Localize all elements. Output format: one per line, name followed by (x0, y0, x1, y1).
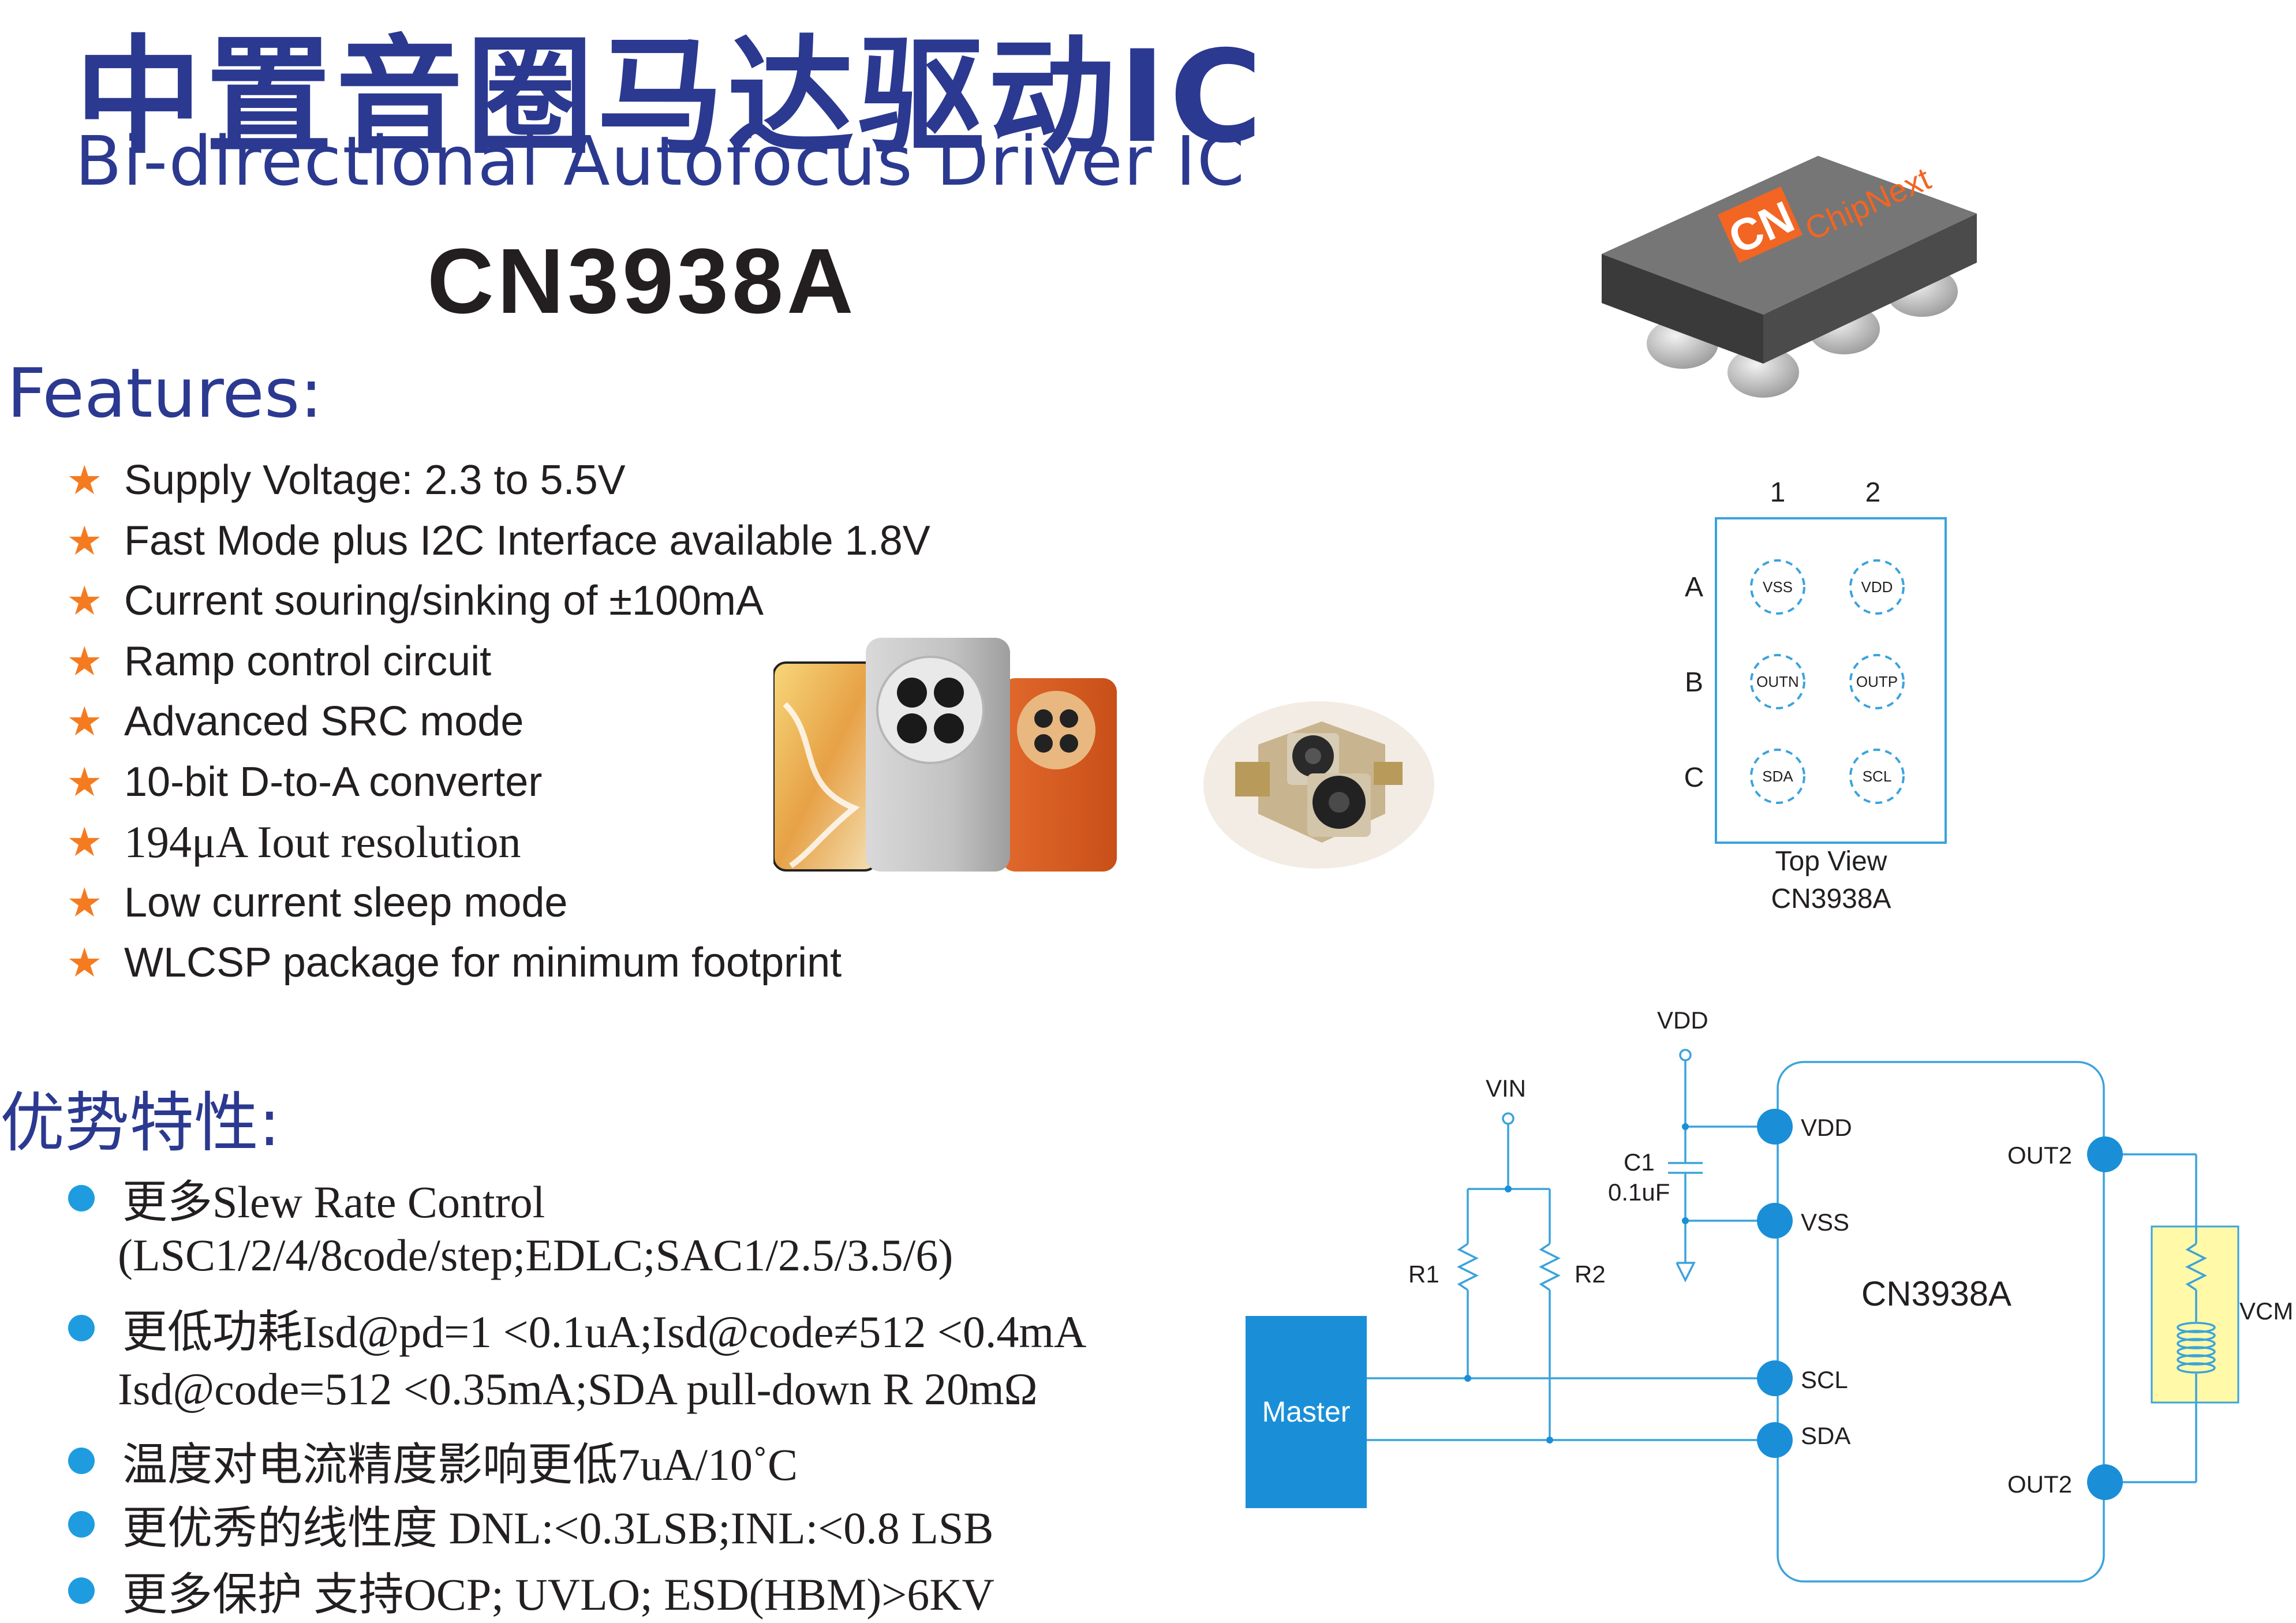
junction-dot (1464, 1375, 1471, 1382)
pinout-caption-part: CN3938A (1771, 884, 1891, 914)
feature-item: ★Low current sleep mode (66, 878, 568, 926)
pinout-col-label: 2 (1865, 477, 1881, 508)
pinout-row-label: B (1684, 667, 1703, 698)
pin-label: OUTP (1856, 673, 1898, 690)
title-english: Bi-directional Autofocus Driver IC (75, 121, 1246, 201)
features-list: ★Supply Voltage: 2.3 to 5.5V ★Fast Mode … (66, 450, 930, 993)
vcm-resistor (2185, 1243, 2207, 1291)
part-number: CN3938A (427, 229, 857, 332)
star-icon: ★ (66, 637, 103, 685)
ic-pin-label: OUT2 (2007, 1471, 2072, 1498)
solder-ball (1727, 347, 1799, 398)
pin-a1 (1750, 559, 1805, 615)
pin-label: OUTN (1756, 673, 1799, 690)
ic-pin-label: VDD (1801, 1114, 1852, 1141)
star-icon: ★ (66, 758, 103, 806)
junction-dot (1505, 1186, 1512, 1192)
vcm-label: VCM (2239, 1297, 2293, 1325)
star-icon: ★ (66, 517, 103, 564)
pinout-row-label: A (1684, 572, 1703, 603)
ground-icon (1676, 1262, 1696, 1282)
pin-label: VSS (1763, 578, 1793, 596)
feature-item: ★Current souring/sinking of ±100mA (66, 577, 764, 625)
feature-item: ★194μA Iout resolution (66, 817, 521, 867)
star-icon: ★ (66, 939, 103, 987)
feature-item: ★Advanced SRC mode (66, 698, 524, 746)
feature-item: ★10-bit D-to-A converter (66, 758, 543, 806)
pin-scl-dot (1757, 1360, 1793, 1396)
r1-label: R1 (1408, 1261, 1439, 1288)
phones-image (773, 638, 1117, 872)
pin-out2-top-dot (2087, 1136, 2123, 1172)
star-icon: ★ (66, 577, 103, 625)
pin-c1 (1750, 749, 1805, 804)
c1-label: C1 (1624, 1149, 1655, 1176)
pin-label: VDD (1861, 578, 1893, 596)
ic-pin-label: SCL (1801, 1366, 1848, 1393)
feature-item: ★Ramp control circuit (66, 637, 492, 685)
features-heading: Features: (7, 353, 323, 433)
feature-item: ★WLCSP package for minimum footprint (66, 939, 842, 987)
pin-label: SCL (1863, 768, 1892, 785)
pinout-outline (1715, 517, 1947, 844)
star-icon: ★ (66, 457, 103, 504)
junction-dot (1682, 1123, 1689, 1130)
ic-pin-label: OUT2 (2007, 1142, 2072, 1169)
pin-c2 (1849, 749, 1905, 804)
bullet-icon (68, 1315, 95, 1341)
advantage-item: 温度对电流精度影响更低7uA/10˚C (68, 1428, 798, 1493)
advantage-item: 更多保护 支持OCP; UVLO; ESD(HBM)>6KV (68, 1558, 994, 1623)
bullet-icon (68, 1511, 95, 1538)
advantage-item-cont: (LSC1/2/4/8code/step;EDLC;SAC1/2.5/3.5/6… (118, 1230, 953, 1280)
bullet-icon (68, 1185, 95, 1211)
camera-module-image (1203, 701, 1434, 869)
advantage-item: 更多Slew Rate Control (68, 1166, 545, 1231)
pin-b2 (1849, 654, 1905, 709)
pinout-row-label: C (1684, 762, 1704, 793)
pin-vss-dot (1757, 1203, 1793, 1239)
master-block (1246, 1316, 1367, 1508)
chip-package-image: CN ChipNext (1602, 156, 1977, 398)
phone-front (773, 661, 878, 872)
pin-sda-dot (1757, 1422, 1793, 1458)
ic-pin-label: SDA (1801, 1422, 1850, 1449)
advantage-item-cont: Isd@code=512 <0.35mA;SDA pull-down R 20m… (118, 1364, 1038, 1414)
advantage-item: 更低功耗Isd@pd=1 <0.1uA;Isd@code≠512 <0.4mA (68, 1296, 1086, 1360)
advantages-heading: 优势特性: (0, 1086, 281, 1161)
resistor-r2 (1539, 1243, 1561, 1291)
chipnext-logo-icon (1717, 186, 1803, 263)
r2-label: R2 (1575, 1261, 1606, 1288)
vin-terminal (1502, 1112, 1515, 1125)
star-icon: ★ (66, 818, 103, 866)
bullet-icon (68, 1577, 95, 1604)
feature-item: ★Fast Mode plus I2C Interface available … (66, 517, 930, 564)
bullet-icon (68, 1448, 95, 1474)
master-label: Master (1262, 1396, 1351, 1428)
resistor-r1 (1457, 1243, 1479, 1291)
ic-outline (1777, 1061, 2105, 1583)
pin-a2 (1849, 559, 1905, 615)
star-icon: ★ (66, 878, 103, 926)
junction-dot (1682, 1217, 1689, 1224)
vdd-terminal (1679, 1049, 1692, 1061)
advantage-item: 更优秀的线性度 DNL:<0.3LSB;INL:<0.8 LSB (68, 1492, 993, 1557)
pinout-diagram: VSS VDD OUTN OUTP SDA SCL (1715, 517, 1947, 844)
c1-value-label: 0.1uF (1608, 1179, 1670, 1206)
pinout-caption: Top View (1775, 846, 1887, 877)
pin-out2-bottom-dot (2087, 1464, 2123, 1500)
vdd-label: VDD (1657, 1007, 1708, 1034)
application-schematic: VDD VIN C1 0.1uF R1 R2 VDD VSS SCL SDA O… (1246, 1007, 2293, 1583)
pin-vdd-dot (1757, 1109, 1793, 1145)
vin-label: VIN (1486, 1075, 1526, 1102)
pin-b1 (1750, 654, 1805, 709)
feature-item: ★Supply Voltage: 2.3 to 5.5V (66, 457, 626, 504)
title-chinese: 中置音圈马达驱动IC (75, 23, 1266, 171)
ic-name-label: CN3938A (1861, 1274, 2011, 1313)
ic-pin-label: VSS (1801, 1209, 1849, 1236)
junction-dot (1546, 1437, 1553, 1444)
star-icon: ★ (66, 698, 103, 746)
pinout-col-label: 1 (1770, 477, 1786, 508)
vcm-coil-icon (2177, 1322, 2216, 1374)
pin-label: SDA (1762, 768, 1793, 785)
